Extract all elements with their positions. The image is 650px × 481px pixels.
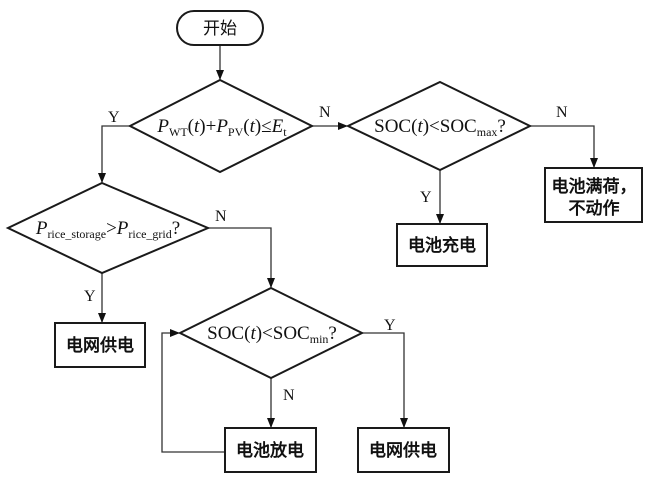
edge-label-socmin-y: Y [384,317,396,334]
decision-soc-min-text: SOC(t)<SOCmin? [207,323,337,346]
edge-energy-to-price [98,125,130,183]
start-label: 开始 [203,19,237,39]
formula-subscript: WT [169,125,188,139]
formula-part: E [271,116,284,137]
formula-subscript: max [477,125,498,139]
decision-price: Price_storage>Price_grid? [5,181,211,275]
formula-part: t [250,323,256,344]
edge-label-price-n: N [215,208,227,225]
box-grid-supply-left-label: 电网供电 [66,335,134,356]
formula-part: P [116,218,129,239]
edge-socmax-to-full [530,125,598,168]
formula-part: ( [243,116,249,137]
box-battery-discharge: 电池放电 [224,427,317,473]
box-battery-full-line1: 电池满荷， [552,176,637,197]
formula-subscript: t [283,125,287,139]
decision-soc-min: SOC(t)<SOCmin? [177,286,365,380]
decision-energy: PWT(t)+PPV(t)≤Et [127,78,315,174]
edge-label-socmin-n: N [283,387,295,404]
formula-subscript: min [310,332,329,346]
box-grid-supply-left: 电网供电 [54,322,146,368]
connectors [98,45,598,453]
formula-part: )<SOC [423,116,477,137]
formula-part: t [417,116,423,137]
box-battery-discharge-label: 电池放电 [236,440,304,461]
decision-soc-max: SOC(t)<SOCmax? [345,80,533,172]
formula-part: t [250,116,256,137]
formula-part: SOC( [207,323,250,344]
formula-part: ? [328,323,336,344]
formula-part: )≤ [255,116,272,137]
edge-labels: N Y N Y N Y Y N [84,104,568,404]
edge-label-socmax-n: N [556,104,568,121]
formula-part: P [156,116,169,137]
formula-part: ( [188,116,194,137]
start-terminal: 开始 [176,10,264,46]
formula-subscript: PV [228,125,244,139]
edge-discharge-loop-back [161,329,225,453]
decision-price-text: Price_storage>Price_grid? [35,218,180,241]
box-battery-charge: 电池充电 [396,223,488,267]
edge-socmin-to-grid-right [362,332,408,428]
formula-part: SOC( [374,116,417,137]
edge-price-to-socmin [208,227,275,288]
formula-subscript: rice_storage [47,227,106,241]
decision-soc-max-text: SOC(t)<SOCmax? [374,116,506,139]
formula-part: ? [172,218,180,239]
box-battery-charge-label: 电池充电 [408,235,476,256]
formula-part: )<SOC [256,323,310,344]
box-battery-full-line2: 不动作 [569,198,620,219]
formula-part: P [35,218,48,239]
box-grid-supply-right: 电网供电 [357,427,450,473]
box-grid-supply-right-label: 电网供电 [369,440,437,461]
formula-part: )+ [199,116,216,137]
formula-part: t [194,116,200,137]
edge-label-energy-n: N [319,104,331,121]
decision-energy-text: PWT(t)+PPV(t)≤Et [156,116,287,139]
edge-label-price-y: Y [84,288,96,305]
formula-part: P [215,116,228,137]
box-battery-full: 电池满荷， 不动作 [544,167,643,223]
formula-part: > [106,218,117,239]
edge-label-socmax-y: Y [420,189,432,206]
formula-subscript: rice_grid [128,227,171,241]
edge-label-energy-y: Y [108,109,120,126]
formula-part: ? [497,116,505,137]
